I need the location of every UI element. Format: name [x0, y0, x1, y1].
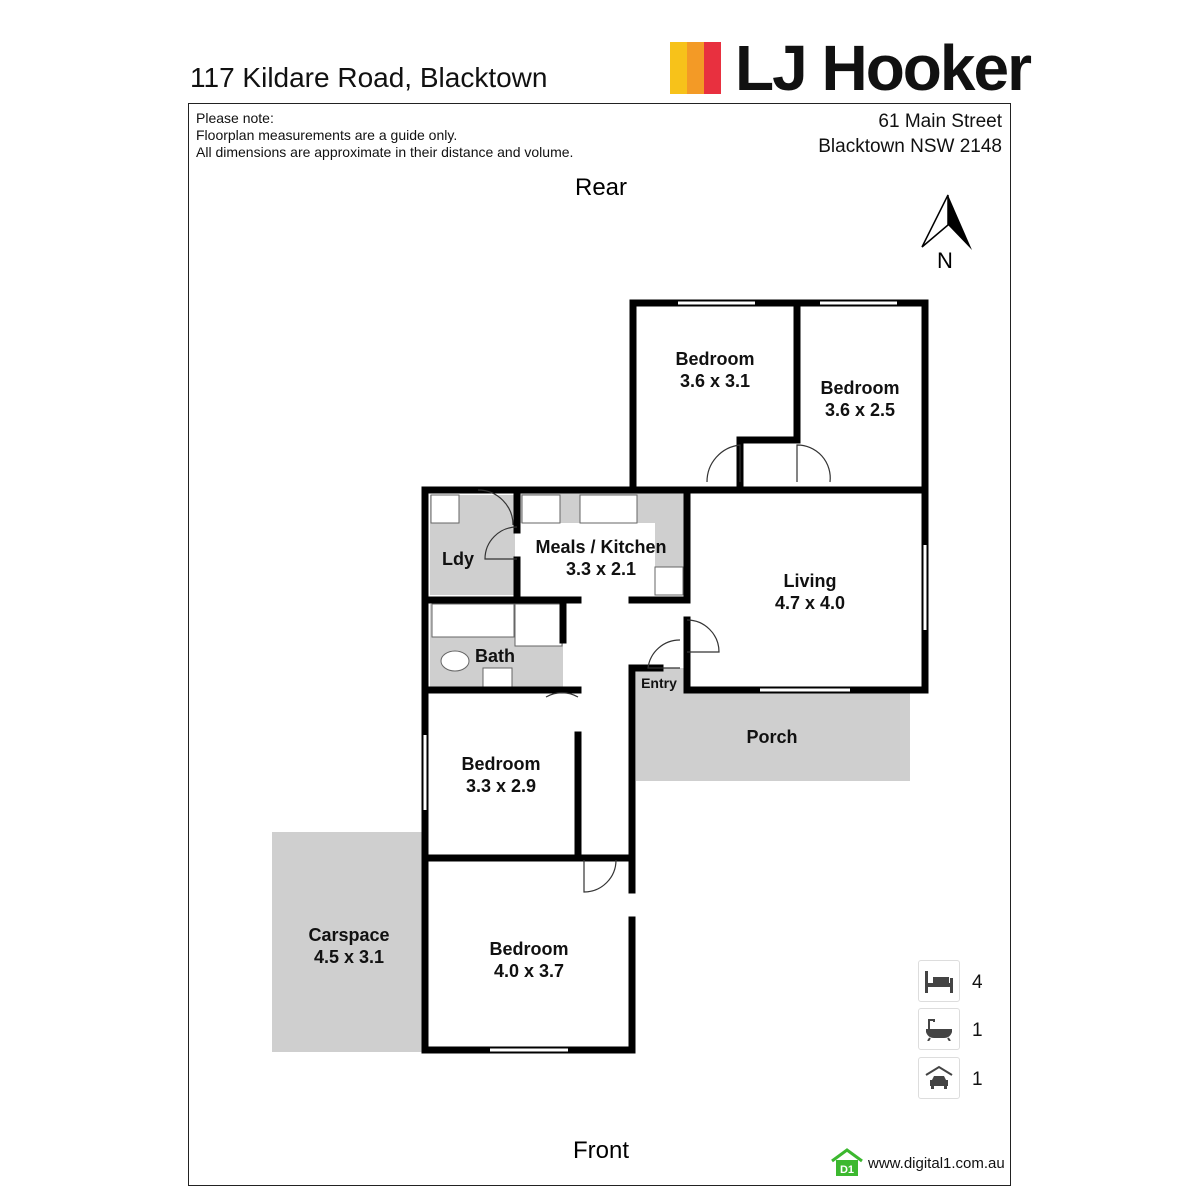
bedrooms-stat-box [918, 960, 960, 1002]
carspace-area [272, 832, 425, 1052]
room-kitchen-size: 3.3 x 2.1 [566, 559, 636, 579]
logo-bar-yellow [670, 42, 687, 94]
toilet [440, 650, 470, 672]
property-address-title: 117 Kildare Road, Blacktown [190, 62, 548, 93]
lj-hooker-logo: LJ Hooker [670, 32, 1032, 104]
dishwasher [521, 494, 561, 524]
bedrooms-count: 4 [972, 972, 983, 993]
porch-area [636, 690, 910, 781]
fixtures [430, 494, 684, 689]
logo-bar-red [704, 42, 721, 94]
room-bed2-name: Bedroom [820, 378, 899, 398]
room-carspace-size: 4.5 x 3.1 [314, 947, 384, 967]
digital1-credit: D1 www.digital1.com.au [830, 1148, 1005, 1178]
front-label: Front [573, 1137, 629, 1164]
north-label: N [937, 248, 953, 273]
room-living-name: Living [784, 571, 837, 591]
carspaces-stat-box [918, 1057, 960, 1099]
digital1-house-logo: D1 [831, 1148, 863, 1176]
room-living-size: 4.7 x 4.0 [775, 593, 845, 613]
windows [423, 301, 927, 1052]
office-suburb: Blacktown NSW 2148 [818, 136, 1002, 157]
note-line: Floorplan measurements are a guide only. [196, 127, 458, 143]
room-carspace-name: Carspace [308, 925, 389, 945]
digital1-url[interactable]: www.digital1.com.au [868, 1154, 1005, 1172]
room-laundry-name: Ldy [442, 549, 474, 569]
office-street: 61 Main Street [878, 111, 1002, 132]
room-bed4-size: 4.0 x 3.7 [494, 961, 564, 981]
room-porch-name: Porch [746, 727, 797, 747]
digital1-badge: D1 [840, 1164, 854, 1176]
plan-frame [188, 103, 1011, 1186]
kitchen-sink [579, 494, 638, 524]
carspaces-count: 1 [972, 1069, 983, 1090]
entry-floor [636, 668, 686, 690]
room-bath-name: Bath [475, 646, 515, 666]
room-bed4-name: Bedroom [489, 939, 568, 959]
bathrooms-count: 1 [972, 1020, 983, 1041]
logo-bar-orange [687, 42, 704, 94]
bathrooms-stat-box [918, 1008, 960, 1050]
bed-icon [925, 971, 953, 993]
room-bed3-name: Bedroom [461, 754, 540, 774]
room-bed3-size: 3.3 x 2.9 [466, 776, 536, 796]
office-address: 61 Main Street Blacktown NSW 2148 [818, 109, 1002, 159]
rear-label: Rear [575, 174, 627, 201]
logo-text: LJ Hooker [735, 32, 1032, 104]
room-labels: Bedroom 3.6 x 3.1 Bedroom 3.6 x 2.5 Livi… [308, 349, 899, 981]
bath-icon [926, 1019, 952, 1041]
cooktop [654, 566, 684, 596]
note-line: All dimensions are approximate in their … [196, 144, 574, 160]
room-kitchen-name: Meals / Kitchen [535, 537, 666, 557]
laundry-tub [430, 494, 460, 524]
room-entry-name: Entry [641, 675, 677, 691]
room-bed1-name: Bedroom [675, 349, 754, 369]
vanity-basin [482, 667, 513, 689]
room-bed2-size: 3.6 x 2.5 [825, 400, 895, 420]
doors [477, 444, 831, 893]
note-line: Please note: [196, 110, 274, 126]
bathtub [431, 603, 515, 638]
disclaimer-note: Please note: Floorplan measurements are … [196, 110, 573, 161]
shower [514, 603, 563, 647]
room-bed1-size: 3.6 x 3.1 [680, 371, 750, 391]
car-garage-icon [925, 1065, 953, 1089]
north-arrow-icon: N [921, 194, 972, 273]
